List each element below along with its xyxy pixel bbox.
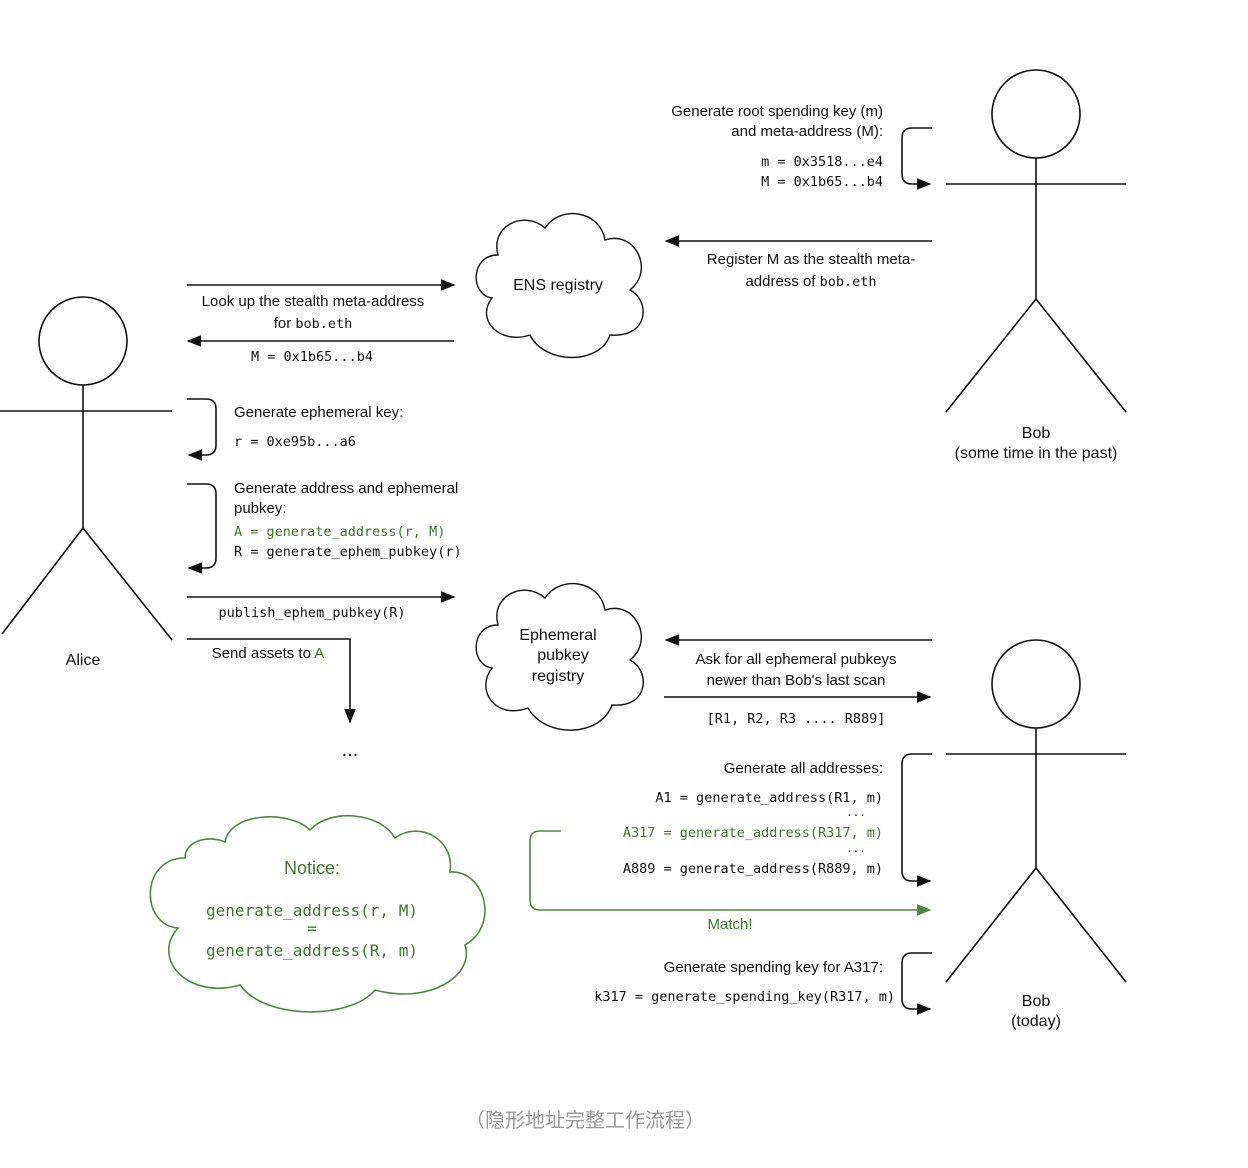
ephemeral-registry-label-2: pubkey	[537, 647, 589, 664]
match-arrow	[529, 830, 932, 916]
lookup-result: M = 0x1b65...b4	[251, 349, 373, 365]
match-text: Match!	[707, 916, 752, 933]
A889-value: A889 = generate_address(R889, m)	[623, 861, 883, 877]
bob-past-figure	[945, 69, 1127, 413]
k317-value: k317 = generate_spending_key(R317, m)	[594, 989, 895, 1005]
bob-today-figure	[945, 639, 1127, 983]
A1-value: A1 = generate_address(R1, m)	[655, 790, 883, 806]
ephemeral-registry-label-3: registry	[532, 668, 584, 685]
M-value: M = 0x1b65...b4	[761, 174, 883, 190]
self-loop-arrow-spend	[901, 952, 932, 1015]
bob-past-label: Bob	[1022, 425, 1051, 442]
notice-title: Notice:	[284, 858, 340, 878]
ask-text-2: newer than Bob's last scan	[707, 672, 886, 689]
notice-cloud	[149, 814, 486, 1013]
dots-1: ...	[846, 806, 866, 819]
self-loop-arrow-address	[187, 483, 217, 574]
register-text-2-pre: address of	[745, 273, 819, 290]
r-value: r = 0xe95b...a6	[234, 434, 356, 450]
continuation-ellipsis: ...	[342, 739, 359, 761]
gen-all-text: Generate all addresses:	[724, 760, 883, 777]
send-assets-arrow	[187, 638, 356, 724]
notice-line-1: generate_address(r, M)	[206, 901, 418, 920]
gen-spend-text: Generate spending key for A317:	[664, 959, 883, 976]
self-loop-arrow-ephem	[187, 398, 217, 461]
m-value: m = 0x3518...e4	[761, 154, 883, 170]
lookup-text-2-pre: for	[274, 315, 296, 332]
gen-addr-text-2: pubkey:	[234, 500, 287, 517]
lookup-text-1: Look up the stealth meta-address	[202, 293, 425, 310]
gen-root-text-1: Generate root spending key (m)	[671, 103, 883, 120]
A-value: A = generate_address(r, M)	[234, 524, 445, 540]
send-text: Send assets to A	[212, 645, 325, 662]
gen-root-text-2: and meta-address (M):	[731, 123, 883, 140]
gen-ephem-text: Generate ephemeral key:	[234, 404, 403, 421]
ephemeral-registry-label-1: Ephemeral	[519, 627, 596, 644]
alice-figure	[0, 296, 173, 641]
send-text-pre: Send assets to	[212, 645, 315, 662]
gen-addr-text-1: Generate address and ephemeral	[234, 480, 458, 497]
send-text-A: A	[314, 645, 324, 662]
self-loop-arrow-root	[901, 127, 932, 190]
self-loop-arrow-scan	[901, 753, 932, 887]
dots-2: ...	[846, 842, 866, 855]
notice-line-2: =	[307, 919, 317, 938]
bob-past-sublabel: (some time in the past)	[955, 445, 1118, 462]
bob-today-label: Bob	[1022, 993, 1051, 1010]
figure-caption: （隐形地址完整工作流程）	[465, 1108, 705, 1132]
lookup-text-2-code: bob.eth	[295, 316, 352, 332]
A317-value: A317 = generate_address(R317, m)	[623, 825, 883, 841]
bob-today-sublabel: (today)	[1011, 1013, 1061, 1030]
ens-registry-label: ENS registry	[513, 277, 603, 294]
register-text-1: Register M as the stealth meta-	[707, 251, 915, 268]
notice-line-3: generate_address(R, m)	[206, 941, 418, 960]
alice-label: Alice	[66, 652, 101, 669]
ens-registry-cloud	[475, 212, 644, 359]
publish-text: publish_ephem_pubkey(R)	[219, 605, 406, 621]
R-value: R = generate_ephem_pubkey(r)	[234, 544, 462, 560]
register-text-2-code: bob.eth	[820, 274, 877, 290]
ephemeral-registry-cloud	[475, 582, 644, 731]
register-text-2: address of bob.eth	[745, 273, 876, 290]
ask-text-1: Ask for all ephemeral pubkeys	[696, 651, 897, 668]
ask-result: [R1, R2, R3 .... R889]	[707, 711, 886, 727]
lookup-text-2: for bob.eth	[274, 315, 353, 332]
